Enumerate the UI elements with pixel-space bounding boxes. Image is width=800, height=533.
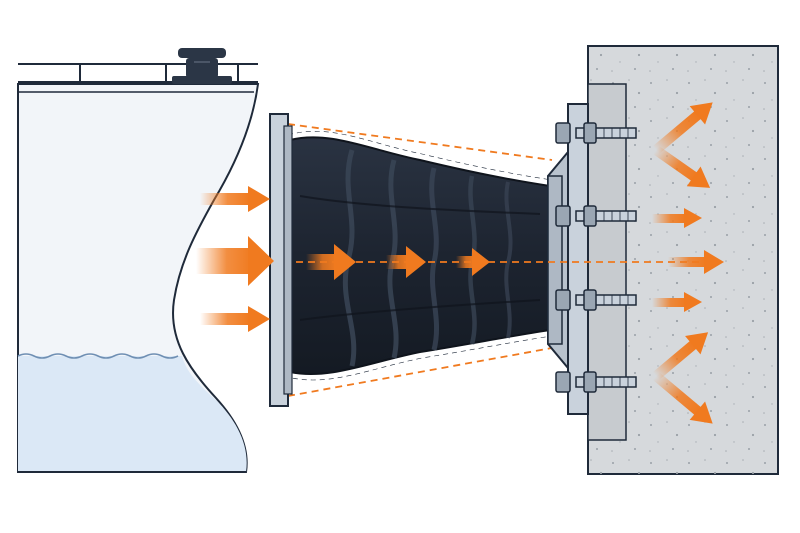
cone-fender-icon — [289, 130, 553, 381]
force-arrow-icon — [196, 102, 724, 424]
bolt-icon — [555, 122, 637, 393]
deflection-guide-lines — [287, 123, 553, 397]
mounting-bracket — [547, 103, 589, 415]
ship-hull-icon — [17, 63, 260, 473]
bollard-icon — [172, 48, 232, 84]
frontal-panel-plate — [269, 113, 293, 407]
